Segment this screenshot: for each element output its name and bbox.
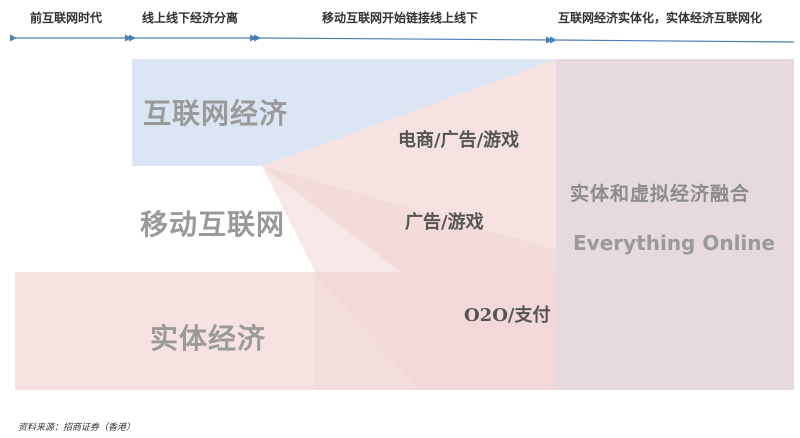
era-label-convergence: 互联网经济实体化，实体经济互联网化 — [558, 11, 763, 25]
ecommerce-ads-games-label: 电商/广告/游戏 — [398, 130, 520, 151]
real-economy-block — [15, 272, 315, 390]
ads-games-label: 广告/游戏 — [405, 212, 484, 233]
source-note: 资料来源：招商证券（香港） — [18, 423, 136, 433]
merge-title: 实体和虚拟经济融合 — [570, 183, 751, 205]
mobile-internet-label: 移动互联网 — [140, 208, 286, 241]
merge-subtitle: Everything Online — [573, 231, 776, 255]
timeline-arrow-3 — [253, 34, 553, 44]
internet-economy-label: 互联网经济 — [143, 97, 289, 130]
era-label-mobile-linking: 移动互联网开始链接线上线下 — [322, 11, 479, 25]
era-label-pre-internet: 前互联网时代 — [30, 11, 103, 25]
overlap-shade — [262, 166, 556, 390]
era-label-separation: 线上线下经济分离 — [142, 11, 239, 25]
timeline-arrows — [10, 34, 795, 44]
o2o-payment-label: O2O/支付 — [464, 305, 551, 326]
merge-block — [556, 59, 794, 390]
timeline-arrow-4 — [549, 36, 795, 44]
real-economy-label: 实体经济 — [150, 322, 267, 355]
